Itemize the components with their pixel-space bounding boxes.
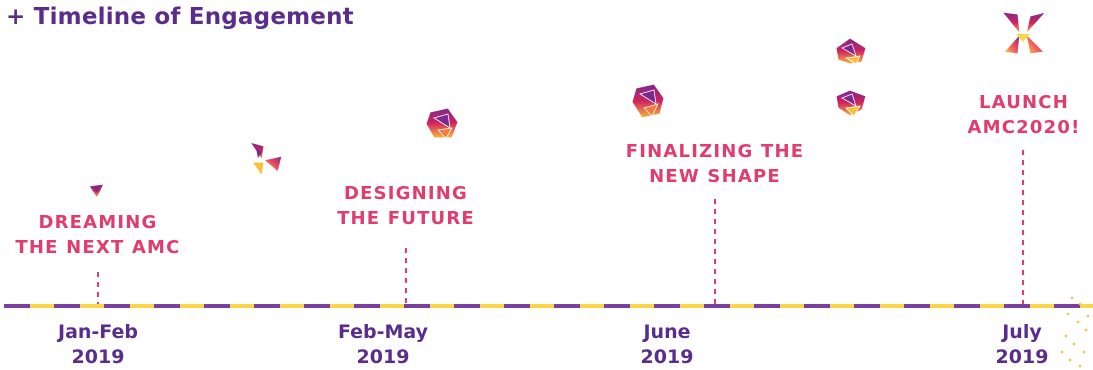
timeline-title: + Timeline of Engagement <box>6 4 354 30</box>
milestone-line2: NEW SHAPE <box>649 166 781 187</box>
milestone-line1: DESIGNING <box>343 183 469 204</box>
milestone-line2: THE FUTURE <box>337 208 475 229</box>
date-year: 2019 <box>356 346 410 368</box>
butterfly-shape-icon <box>1000 11 1048 55</box>
date-label-2: Feb-May 2019 <box>338 320 428 370</box>
date-label-4: July 2019 <box>996 320 1049 370</box>
gem-shape-1-icon <box>88 183 105 199</box>
decorative-dots <box>1060 296 1090 368</box>
date-label-3: June 2019 <box>641 320 694 370</box>
date-year: 2019 <box>640 346 694 368</box>
milestone-designing: DESIGNING THE FUTURE <box>337 181 475 231</box>
date-month: June <box>643 321 691 343</box>
stacked-gem-bottom-icon <box>835 89 867 117</box>
milestone-line1: FINALIZING THE <box>625 141 805 162</box>
date-year: 2019 <box>71 346 125 368</box>
milestone-line2: THE NEXT AMC <box>15 237 181 258</box>
round-gem-1-icon <box>425 107 459 139</box>
milestone-line1: DREAMING <box>38 212 158 233</box>
date-month: Jan-Feb <box>58 321 138 343</box>
stacked-gem-top-icon <box>835 37 867 65</box>
milestone-line2: AMC2020! <box>967 117 1081 138</box>
milestone-line1: LAUNCH <box>978 92 1069 113</box>
milestone-launch: LAUNCH AMC2020! <box>968 90 1081 140</box>
date-label-1: Jan-Feb 2019 <box>58 320 138 370</box>
date-month: Feb-May <box>337 321 429 343</box>
date-month: July <box>1002 321 1042 343</box>
milestone-finalizing: FINALIZING THE NEW SHAPE <box>626 139 804 189</box>
date-year: 2019 <box>995 346 1049 368</box>
round-gem-2-icon <box>631 83 665 119</box>
propeller-shape-icon <box>248 141 283 178</box>
milestone-dreaming: DREAMING THE NEXT AMC <box>15 210 180 260</box>
